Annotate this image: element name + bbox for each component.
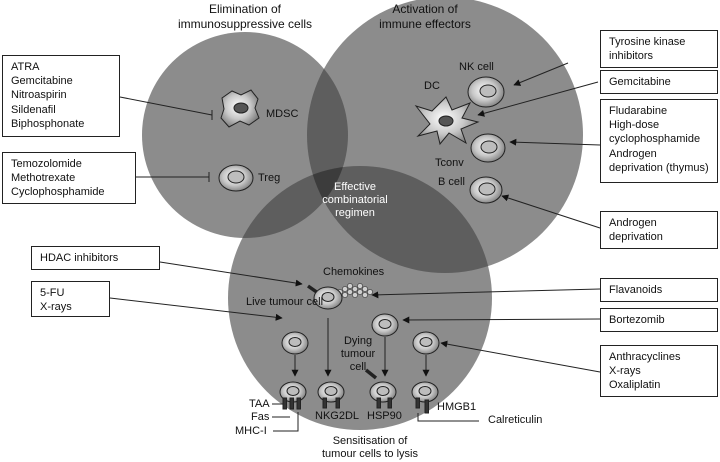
label-live-tumour: Live tumour cell [246, 296, 324, 308]
label-bcell: B cell [438, 176, 465, 188]
cells [218, 76, 506, 414]
label-nk-cell: NK cell [459, 61, 494, 73]
label-fas: Fas [251, 411, 270, 423]
box-flavanoids: Flavanoids [600, 278, 718, 302]
label-tconv: Tconv [435, 157, 464, 169]
label-calreticulin: Calreticulin [488, 414, 543, 426]
label-hmgb1: HMGB1 [437, 401, 477, 413]
label-taa: TAA [249, 398, 270, 410]
box-gemcitabine: Gemcitabine [600, 70, 718, 94]
label-dc: DC [424, 80, 440, 92]
label-mdsc: MDSC [266, 108, 299, 120]
label-chemokines: Chemokines [323, 266, 385, 278]
venn-circles [142, 0, 583, 430]
label-nkg2dl: NKG2DL [315, 410, 360, 422]
chemokine-dots [337, 283, 373, 298]
connectors [109, 62, 601, 432]
label-treg: Treg [258, 172, 281, 184]
box-bortezomib: Bortezomib [600, 308, 718, 332]
box-hdac: HDAC inhibitors [31, 246, 160, 270]
label-mhc: MHC-I [235, 425, 267, 437]
label-hsp90: HSP90 [367, 410, 402, 422]
